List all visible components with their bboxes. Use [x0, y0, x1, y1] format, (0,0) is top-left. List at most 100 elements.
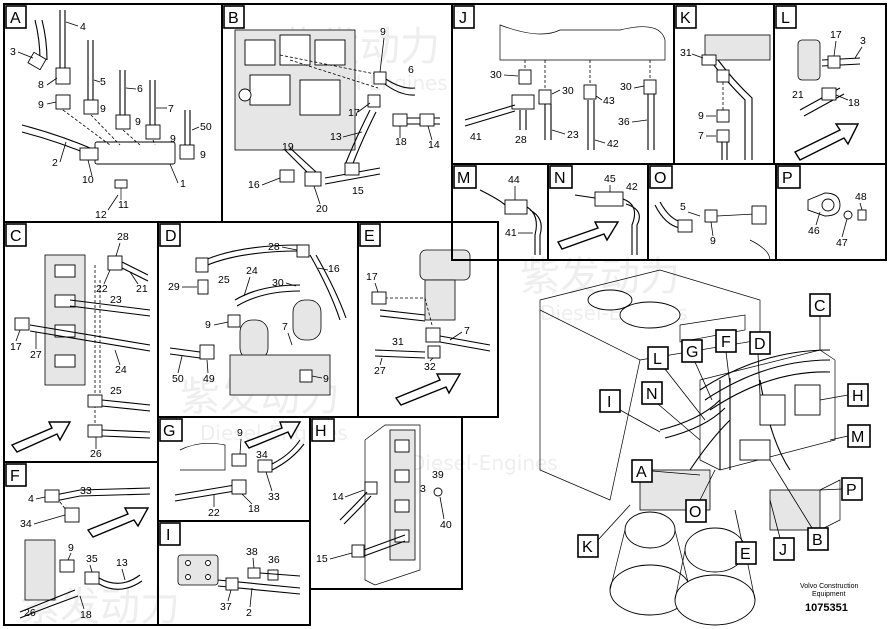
callout: 9 [380, 26, 386, 38]
panel-n-letter: N [554, 170, 566, 187]
panel-f-callouts: 4 33 34 9 35 13 26 18 [20, 485, 128, 621]
callout: 45 [604, 173, 616, 185]
callout: 34 [256, 449, 268, 461]
panel-c-letter-box [5, 223, 27, 247]
panel-m-letter: M [457, 170, 470, 187]
valve-body [229, 354, 331, 396]
callout: 13 [330, 131, 342, 143]
panel-k-callouts: 31 9 7 [680, 47, 716, 142]
panel-a: A 4 3 8 5 6 9 [3, 3, 223, 223]
callout: 27 [374, 365, 386, 377]
panel-a-border [3, 3, 223, 223]
callout: 7 [464, 325, 470, 337]
panel-p-callouts: 48 46 47 [808, 191, 867, 249]
panel-b-callouts: 9 6 17 13 18 14 19 16 15 20 [248, 26, 440, 215]
callout: 1 [180, 178, 186, 190]
flow-arrow [243, 421, 302, 449]
callout: 15 [316, 553, 328, 565]
callout: 9 [38, 99, 44, 111]
panel-c: C 28 22 21 23 17 27 24 25 [3, 221, 159, 463]
panel-h-border [309, 416, 463, 590]
panel-i-callouts: 38 36 37 2 [220, 546, 280, 619]
panel-b-letter: B [228, 10, 239, 27]
panel-i-letter: I [166, 527, 170, 544]
callout: 28 [117, 231, 129, 243]
callout: 49 [203, 373, 215, 385]
callout: 50 [172, 373, 184, 385]
panel-a-letter-box [5, 5, 27, 29]
panel-e-callouts: 17 7 31 32 27 [366, 271, 470, 377]
panel-e: E 17 7 31 32 27 [357, 221, 499, 418]
callout: 17 [830, 29, 842, 41]
panel-e-letter-box [359, 223, 381, 247]
panel-b-letter-box [223, 5, 245, 29]
callout: 31 [680, 47, 692, 59]
panel-l-callouts: 17 3 21 18 [792, 29, 866, 109]
callout: 50 [200, 121, 212, 133]
callout: 16 [328, 263, 340, 275]
callout: 2 [246, 607, 252, 619]
panel-d-callouts: 28 16 25 24 29 30 9 7 50 49 9 [168, 241, 340, 385]
panel-f: F 4 33 34 9 35 13 26 18 [3, 461, 159, 626]
callout: 3 [860, 35, 866, 47]
callout: 10 [82, 174, 94, 186]
flow-arrow [10, 421, 72, 453]
flow-arrow [793, 123, 860, 161]
machine-overview: C L G F D H I N M [539, 269, 871, 626]
callout: 47 [836, 237, 848, 249]
overview-callout-k: K [582, 539, 593, 556]
callout: 36 [268, 554, 280, 566]
panel-c-callouts: 28 22 21 23 17 27 24 25 26 [10, 231, 148, 460]
callout: 7 [698, 130, 704, 142]
overview-callout-n: N [646, 386, 658, 403]
callout: 9 [698, 110, 704, 122]
callout: 9 [205, 319, 211, 331]
panel-j: J 30 30 43 30 41 28 23 36 42 [451, 3, 675, 165]
callout: 20 [316, 203, 328, 215]
callout: 24 [115, 364, 127, 376]
overview-callout-g: G [686, 344, 698, 361]
callout: 26 [90, 448, 102, 460]
callout: 31 [392, 336, 404, 348]
overview-callout-j: J [779, 542, 787, 559]
solenoid-right [292, 299, 322, 341]
panel-n-callouts: 45 42 [604, 173, 638, 193]
overview-callout-c: C [814, 298, 826, 315]
callout: 33 [268, 491, 280, 503]
callout: 7 [168, 103, 174, 115]
panel-m-letter-box [453, 165, 477, 189]
callout: 9 [135, 116, 141, 128]
callout: 12 [95, 209, 107, 221]
panel-h-letter: H [315, 423, 327, 440]
mounting-plate [364, 424, 421, 586]
panel-p: P 48 46 47 [775, 163, 887, 261]
panel-j-letter: J [459, 10, 467, 27]
panel-k: K 31 9 7 [673, 3, 775, 165]
solenoid-left [239, 319, 269, 361]
callout: 3 [420, 483, 426, 495]
panel-i-letter-box [159, 522, 181, 546]
callout: 9 [237, 427, 243, 439]
footer-brand-line2: Equipment [812, 591, 846, 598]
callout: 18 [248, 503, 260, 515]
callout: 32 [424, 361, 436, 373]
panel-a-letter: A [10, 10, 21, 27]
panel-l-letter: L [781, 10, 790, 27]
overview-callout-b: B [812, 532, 823, 549]
callout: 9 [323, 373, 329, 385]
panel-o: O 5 9 [647, 163, 777, 261]
overview-callout-p: P [846, 482, 857, 499]
callout: 2 [52, 157, 58, 169]
callout: 8 [38, 79, 44, 91]
callout: 22 [208, 507, 220, 519]
callout: 4 [28, 493, 34, 505]
panel-k-letter-box [675, 5, 697, 29]
panel-g: G 9 34 22 18 33 [157, 416, 311, 522]
callout: 24 [246, 265, 258, 277]
panel-i-border [157, 520, 311, 626]
callout: 23 [567, 129, 579, 141]
callout: 40 [440, 519, 452, 531]
panel-d-letter: D [165, 228, 177, 245]
panel-i: I 38 36 37 2 [157, 520, 311, 626]
